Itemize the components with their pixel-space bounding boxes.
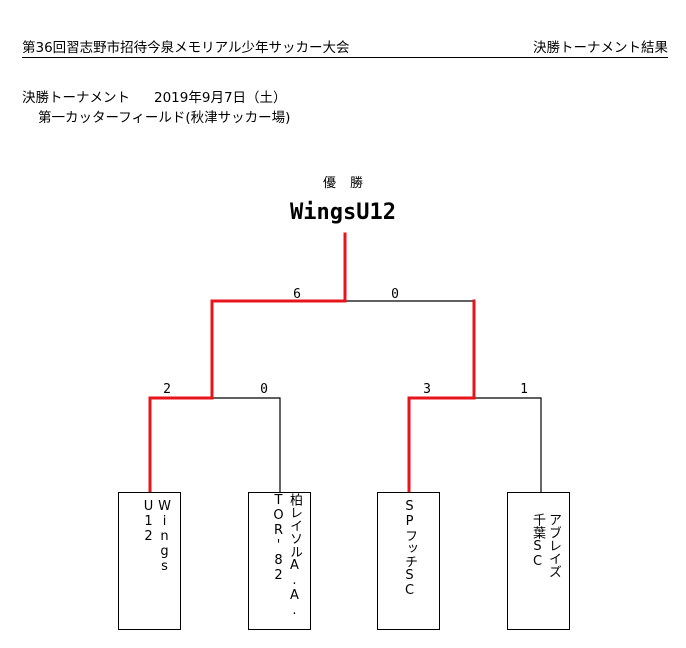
team-box-2: 柏レイソルA.A. TOR'82	[248, 492, 311, 630]
winner-path	[148, 232, 476, 494]
team-name-4: アブレイズ 千葉SC	[530, 513, 561, 578]
team-box-4: アブレイズ 千葉SC	[507, 492, 570, 630]
header-divider	[22, 57, 668, 58]
team-box-1: Wings U12	[118, 492, 181, 630]
round-date-line: 決勝トーナメント 2019年9月7日（土）	[22, 86, 287, 106]
line-semi1-loser	[212, 397, 281, 492]
line-champion	[148, 232, 347, 494]
score-semi1-right: 0	[260, 382, 268, 397]
champion-label: 優勝	[322, 176, 377, 191]
champion-team: WingsU12	[290, 200, 396, 225]
score-final-left: 6	[293, 287, 301, 302]
team-name-3: SPフッチSC	[402, 499, 417, 598]
team-name-2: 柏レイソルA.A. TOR'82	[271, 493, 302, 618]
score-semi1-left: 2	[163, 382, 171, 397]
score-semi2-right: 1	[520, 382, 528, 397]
score-semi2-left: 3	[423, 382, 431, 397]
section-title: 決勝トーナメント結果	[533, 40, 668, 56]
tournament-title: 第36回習志野市招待今泉メモリアル少年サッカー大会	[22, 40, 350, 56]
team-name-1: Wings U12	[141, 499, 172, 574]
team-box-3: SPフッチSC	[377, 492, 440, 630]
line-semi2-winner	[407, 299, 476, 494]
round-label: 決勝トーナメント	[22, 90, 130, 106]
line-semi2-loser	[409, 397, 542, 492]
match-date: 2019年9月7日（土）	[154, 90, 287, 106]
venue: 第一カッターフィールド(秋津サッカー場)	[38, 110, 291, 126]
score-final-right: 0	[391, 287, 399, 302]
